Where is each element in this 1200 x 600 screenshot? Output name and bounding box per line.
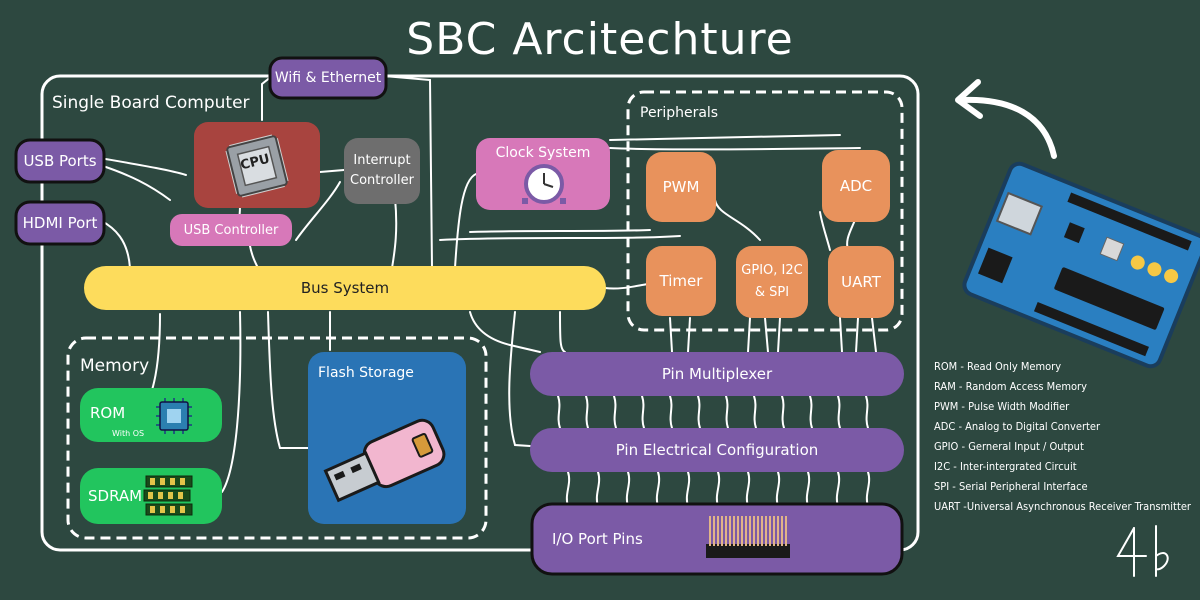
usb-ports-box (14, 138, 106, 184)
wifi-ethernet-label: Wifi & Ethernet (274, 70, 382, 86)
interrupt-controller-line-2: Controller (350, 173, 414, 188)
wifi-ethernet-box (268, 56, 388, 100)
interrupt-controller-box (344, 138, 420, 204)
bus-system-label: Bus System (300, 279, 390, 297)
legend-item: SPI - Serial Peripheral Interface (934, 480, 1088, 493)
usb-controller-label: USB Controller (183, 222, 279, 238)
sdram-label: SDRAM (88, 487, 143, 505)
timer-box (646, 246, 716, 316)
timer-label: Timer (659, 272, 703, 290)
arduino-board-icon (962, 161, 1200, 369)
rom-chip-icon (156, 398, 192, 434)
curved-arrow-icon (955, 79, 1057, 159)
legend-item: ADC - Analog to Digital Converter (934, 420, 1101, 433)
gpio-line-2: & SPI (754, 285, 790, 300)
gpio-line-1: GPIO, I2C (741, 263, 803, 278)
peripherals-region (626, 90, 904, 332)
legend-item: PWM - Pulse Width Modifier (934, 400, 1070, 413)
rom-label: ROM (90, 404, 126, 422)
usb-controller-box (170, 214, 292, 246)
memory-region (66, 336, 488, 540)
abbreviation-legend: ROM - Read Only Memory RAM - Random Acce… (934, 357, 1194, 517)
hdmi-port-label: HDMI Port (22, 214, 98, 232)
gpio-label: GPIO, I2C & SPI (736, 246, 808, 318)
page-title: SBC Arcitechture (406, 14, 794, 65)
pin-electrical-label: Pin Electrical Configuration (615, 441, 819, 459)
pwm-label: PWM (662, 178, 700, 196)
adc-box (822, 150, 890, 222)
bus-system-bar (84, 266, 606, 310)
ram-stick-icon (143, 475, 193, 516)
pin-multiplexer-bar (530, 352, 904, 396)
peripherals-label: Peripherals (640, 105, 719, 121)
gpio-box (736, 246, 808, 318)
interrupt-controller-label: Interrupt Controller (344, 138, 420, 204)
usb-drive-icon (323, 418, 446, 503)
pin-header-icon (706, 516, 790, 558)
interrupt-controller-line-1: Interrupt (353, 153, 411, 168)
pin-electrical-bar (530, 428, 904, 472)
rom-sub-label: With OS (112, 428, 145, 438)
pin-multiplexer-label: Pin Multiplexer (661, 365, 773, 383)
memory-label: Memory (80, 356, 150, 376)
uart-box (828, 246, 894, 318)
hdmi-port-box (14, 200, 106, 246)
board-outline (40, 74, 920, 552)
uart-label: UART (841, 273, 881, 291)
board-label: Single Board Computer (52, 93, 250, 113)
legend-item: ROM - Read Only Memory (934, 360, 1062, 373)
legend-item: UART -Universal Asynchronous Receiver Tr… (934, 500, 1191, 513)
legend-item: GPIO - Gerneral Input / Output (934, 440, 1084, 453)
cpu-chip-icon (225, 134, 289, 198)
adc-label: ADC (839, 177, 873, 195)
io-port-pins-label: I/O Port Pins (552, 530, 643, 548)
clock-system-label: Clock System (495, 145, 591, 161)
legend-item: I2C - Inter-intergrated Circuit (934, 460, 1077, 473)
usb-ports-label: USB Ports (23, 152, 97, 170)
author-signature-icon (1116, 525, 1169, 577)
flash-storage-label: Flash Storage (318, 365, 414, 381)
pwm-box (646, 152, 716, 222)
legend-item: RAM - Random Access Memory (934, 380, 1087, 393)
clock-icon (522, 164, 566, 204)
